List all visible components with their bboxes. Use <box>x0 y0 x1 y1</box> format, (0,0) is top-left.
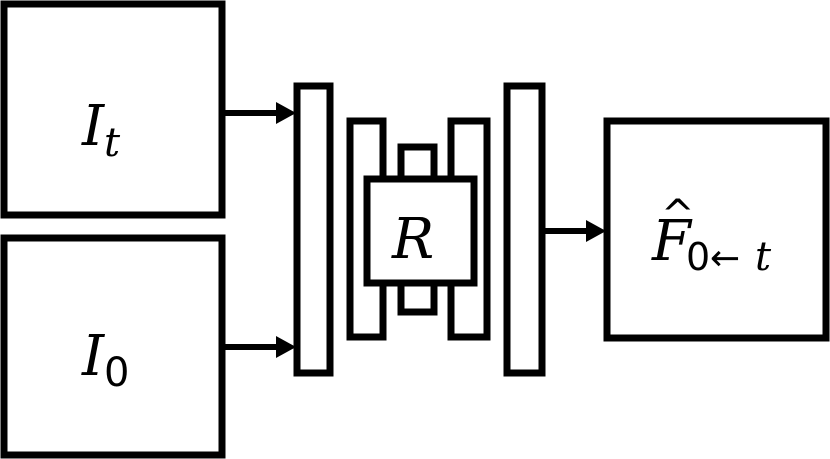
arrow-it-to-encoder <box>222 102 296 124</box>
output-flow-subscript-index: 0 <box>686 235 710 279</box>
input-frame-i0: I 0 <box>0 234 226 459</box>
output-flow-box <box>603 117 830 342</box>
core-block-r-label: R <box>391 207 434 272</box>
decoder-layer-4 <box>503 82 546 377</box>
arrow-i0-to-encoder <box>222 336 296 358</box>
output-flow-subscript-arrow: ← <box>710 238 740 279</box>
output-flow-symbol: F <box>651 209 693 274</box>
input-frame-it-symbol: I <box>81 94 106 159</box>
output-flow: F ^ 0 ← t <box>603 117 830 342</box>
input-frame-i0-symbol: I <box>81 324 106 389</box>
input-frame-it: I t <box>0 0 226 219</box>
input-frame-i0-box <box>0 234 226 459</box>
core-block-r: R <box>363 175 478 287</box>
input-frame-it-subscript: t <box>104 120 121 166</box>
input-frame-i0-subscript: 0 <box>104 350 129 396</box>
encoder-layer-1 <box>293 82 334 377</box>
input-frame-it-box <box>0 0 226 219</box>
core-block-r-box <box>363 175 478 287</box>
output-flow-hat: ^ <box>661 192 695 238</box>
output-flow-subscript-var: t <box>755 234 772 280</box>
arrow-decoder-to-output <box>542 220 606 242</box>
